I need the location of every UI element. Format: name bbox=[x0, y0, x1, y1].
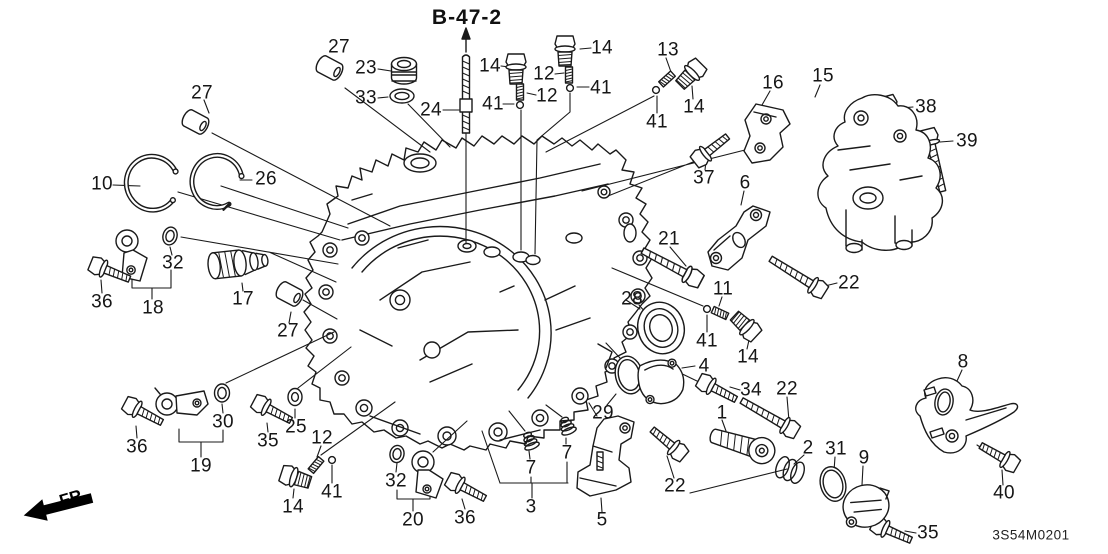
callout-31: 31 bbox=[825, 438, 847, 460]
part-10-snap-ring bbox=[123, 153, 179, 213]
part-15-mounting-bracket bbox=[817, 94, 943, 254]
part-19-sensor bbox=[154, 387, 209, 416]
callout-29: 29 bbox=[592, 402, 614, 424]
callout-7: 7 bbox=[561, 442, 573, 464]
callout-14: 14 bbox=[683, 96, 705, 118]
part-5-bracket bbox=[576, 415, 635, 497]
callout-41: 41 bbox=[321, 481, 343, 503]
callout-34: 34 bbox=[740, 379, 762, 401]
callout-4: 4 bbox=[698, 355, 710, 377]
callout-30: 30 bbox=[212, 411, 234, 433]
callout-19: 19 bbox=[190, 455, 212, 477]
callout-14: 14 bbox=[282, 496, 304, 518]
callout-36: 36 bbox=[126, 436, 148, 458]
callout-26: 26 bbox=[255, 168, 277, 190]
part-32-o-ring bbox=[162, 226, 178, 246]
part-4-cover bbox=[637, 358, 685, 405]
reference-arrow bbox=[461, 27, 471, 53]
part-33-o-ring bbox=[389, 88, 415, 104]
callout-32: 32 bbox=[385, 470, 407, 492]
front-direction-arrow bbox=[23, 493, 94, 521]
callout-41: 41 bbox=[696, 330, 718, 352]
callout-23: 23 bbox=[355, 57, 377, 79]
part-17-switch bbox=[207, 249, 269, 280]
callout-39: 39 bbox=[956, 130, 978, 152]
callout-8: 8 bbox=[957, 351, 969, 373]
part-24-stud-bolt bbox=[459, 54, 473, 134]
part-9-cover bbox=[842, 484, 890, 528]
part-1-shaft bbox=[709, 428, 776, 465]
callout-11: 11 bbox=[712, 278, 734, 300]
callout-36: 36 bbox=[91, 291, 113, 313]
callout-16: 16 bbox=[762, 72, 784, 94]
callout-36: 36 bbox=[454, 507, 476, 529]
callout-2: 2 bbox=[802, 437, 814, 459]
part-26-snap-ring bbox=[189, 153, 245, 211]
part-6-bracket bbox=[707, 205, 771, 271]
callout-32: 32 bbox=[162, 252, 184, 274]
callout-1: 1 bbox=[716, 402, 728, 424]
callout-37: 37 bbox=[693, 167, 715, 189]
callout-40: 40 bbox=[993, 482, 1015, 504]
part-30-o-ring bbox=[213, 383, 231, 403]
callout-38: 38 bbox=[915, 96, 937, 118]
callout-14: 14 bbox=[479, 55, 501, 77]
callout-20: 20 bbox=[402, 509, 424, 531]
callout-41: 41 bbox=[646, 111, 668, 133]
part-32-o-ring bbox=[389, 444, 405, 464]
part-21-bolt bbox=[640, 247, 705, 289]
callout-10: 10 bbox=[91, 173, 113, 195]
callout-28: 28 bbox=[621, 288, 643, 310]
callout-15: 15 bbox=[812, 65, 834, 87]
reference-code: B-47-2 bbox=[431, 6, 503, 29]
callout-27: 27 bbox=[277, 320, 299, 342]
callout-12: 12 bbox=[533, 63, 555, 85]
callout-22: 22 bbox=[664, 475, 686, 497]
callout-12: 12 bbox=[536, 85, 558, 107]
callout-27: 27 bbox=[191, 82, 213, 104]
callout-18: 18 bbox=[142, 297, 164, 319]
part-8-bracket bbox=[915, 377, 1019, 454]
part-16-bracket bbox=[743, 103, 791, 164]
callout-9: 9 bbox=[858, 447, 870, 469]
callout-12: 12 bbox=[311, 427, 333, 449]
callout-3: 3 bbox=[525, 496, 537, 518]
callout-24: 24 bbox=[420, 99, 442, 121]
callout-22: 22 bbox=[838, 272, 860, 294]
callout-7: 7 bbox=[525, 457, 537, 479]
part-2-spring bbox=[775, 456, 805, 484]
part-18-sensor bbox=[115, 229, 148, 282]
drawing-code: 3S54M0201 bbox=[992, 527, 1070, 543]
callout-5: 5 bbox=[596, 509, 608, 531]
callout-25: 25 bbox=[285, 416, 307, 438]
callout-13: 13 bbox=[657, 39, 679, 61]
callout-21: 21 bbox=[658, 228, 680, 250]
callout-14: 14 bbox=[591, 37, 613, 59]
transmission-housing bbox=[303, 135, 653, 451]
callout-41: 41 bbox=[482, 93, 504, 115]
part-20-sensor bbox=[411, 450, 444, 499]
callout-33: 33 bbox=[355, 87, 377, 109]
part-23-sealing-plug bbox=[390, 56, 418, 85]
callout-6: 6 bbox=[739, 172, 751, 194]
callout-41: 41 bbox=[590, 77, 612, 99]
callout-35: 35 bbox=[917, 522, 939, 544]
callout-35: 35 bbox=[257, 430, 279, 452]
callout-27: 27 bbox=[328, 36, 350, 58]
callout-22: 22 bbox=[776, 378, 798, 400]
callout-17: 17 bbox=[232, 288, 254, 310]
callout-14: 14 bbox=[737, 346, 759, 368]
